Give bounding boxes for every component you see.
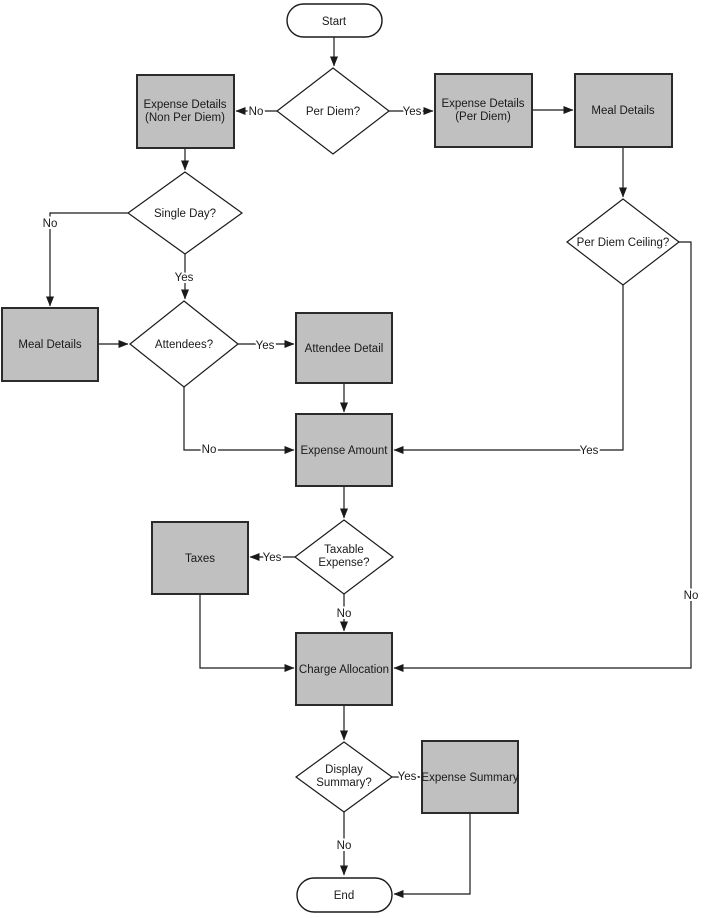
edge-label-single-day-yes: Yes [175, 272, 194, 284]
node-expense-details-per-diem: Expense Details (Per Diem) [434, 73, 533, 148]
edge-label-display-summary-yes: Yes [398, 771, 417, 783]
edge-single-day-no-to-meal-details-left [46, 212, 128, 307]
node-per-diem-ceiling: Per Diem Ceiling? [566, 198, 680, 286]
per-diem-ceiling-label: Per Diem Ceiling? [577, 237, 670, 249]
node-expense-details-non-per-diem: Expense Details (Non Per Diem) [136, 74, 235, 149]
per-diem-decision-shape [276, 67, 390, 155]
edge-label-per-diem-ceiling-no: No [684, 590, 699, 602]
display-summary-decision-shape [294, 741, 394, 813]
node-display-summary: Display Summary? [294, 741, 394, 813]
per-diem-ceiling-decision-shape [566, 198, 680, 286]
expense-details-non-per-diem-label-line2: (Non Per Diem) [145, 112, 225, 124]
node-attendees: Attendees? [129, 300, 239, 388]
node-end: End [296, 877, 393, 913]
node-taxable-expense: Taxable Expense? [294, 519, 394, 595]
edge-attendees-no-to-expense-amount [183, 387, 295, 454]
taxable-expense-label-line1: Taxable [324, 544, 364, 556]
edge-label-per-diem-no: No [249, 106, 264, 118]
edge-label-taxable-expense-yes: Yes [263, 552, 282, 564]
expense-details-per-diem-label-line1: Expense Details [441, 98, 524, 110]
expense-details-non-per-diem-label-line1: Expense Details [143, 99, 226, 111]
expense-amount-label: Expense Amount [301, 445, 389, 457]
edge-label-per-diem-ceiling-yes: Yes [580, 445, 599, 457]
node-per-diem: Per Diem? [276, 67, 390, 155]
per-diem-label: Per Diem? [306, 106, 360, 118]
edge-expense-summary-to-end [393, 813, 471, 898]
edge-label-attendees-no: No [202, 444, 217, 456]
branch-labels: No Yes No Yes Yes No Yes No Yes No Yes N… [41, 104, 701, 854]
expense-details-per-diem-label-line2: (Per Diem) [455, 111, 511, 123]
edge-taxes-to-charge-allocation [199, 594, 295, 672]
attendee-detail-shape [295, 312, 393, 384]
start-label: Start [322, 16, 347, 28]
meal-details-right-shape [574, 73, 673, 148]
edge-label-taxable-expense-no: No [337, 608, 352, 620]
node-expense-summary: Expense Summary [421, 740, 519, 814]
node-meal-details-left: Meal Details [1, 307, 99, 382]
meal-details-right-label: Meal Details [591, 105, 655, 117]
expense-details-non-per-diem-shape [136, 74, 235, 149]
edge-per-diem-ceiling-yes-to-expense-amount [393, 285, 624, 454]
node-expense-amount: Expense Amount [295, 413, 393, 487]
single-day-label: Single Day? [154, 208, 216, 220]
single-day-decision-shape [126, 171, 244, 255]
attendees-label: Attendees? [155, 339, 213, 351]
charge-allocation-label: Charge Allocation [299, 664, 389, 676]
edge-per-diem-ceiling-no-to-charge-allocation [393, 241, 692, 672]
taxable-expense-label-line2: Expense? [318, 557, 369, 569]
connectors [46, 37, 692, 898]
end-terminator-shape [296, 877, 393, 913]
attendee-detail-label: Attendee Detail [305, 343, 384, 355]
taxes-shape [151, 521, 249, 595]
node-start: Start [286, 3, 383, 38]
edge-label-attendees-yes: Yes [256, 340, 275, 352]
node-taxes: Taxes [151, 521, 249, 595]
edge-label-display-summary-no: No [337, 840, 352, 852]
node-single-day: Single Day? [126, 171, 244, 255]
charge-allocation-shape [295, 632, 393, 706]
node-attendee-detail: Attendee Detail [295, 312, 393, 384]
meal-details-left-shape [1, 307, 99, 382]
edge-label-per-diem-yes: Yes [403, 106, 422, 118]
edge-label-single-day-no: No [43, 218, 58, 230]
node-meal-details-right: Meal Details [574, 73, 673, 148]
node-charge-allocation: Charge Allocation [295, 632, 393, 706]
start-terminator-shape [286, 3, 383, 38]
meal-details-left-label: Meal Details [18, 339, 82, 351]
display-summary-label-line1: Display [325, 764, 363, 776]
expense-summary-shape [421, 740, 519, 814]
attendees-decision-shape [129, 300, 239, 388]
expense-summary-label: Expense Summary [421, 772, 518, 784]
end-label: End [334, 890, 354, 902]
display-summary-label-line2: Summary? [316, 777, 372, 789]
taxable-expense-decision-shape [294, 519, 394, 595]
taxes-label: Taxes [185, 553, 215, 565]
expense-details-per-diem-shape [434, 73, 533, 148]
expense-amount-shape [295, 413, 393, 487]
